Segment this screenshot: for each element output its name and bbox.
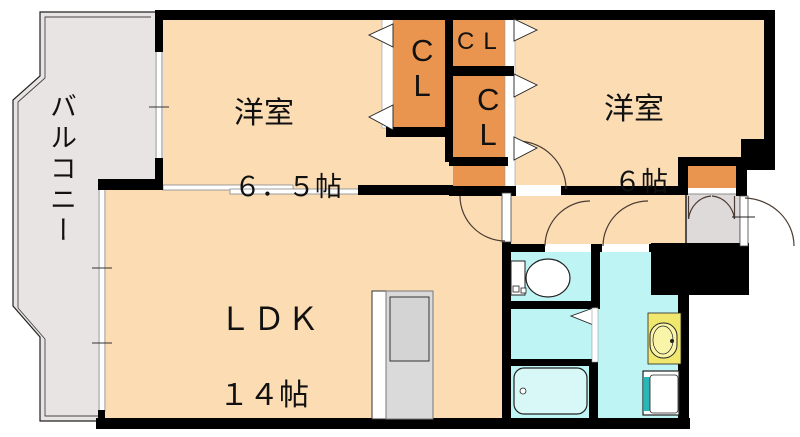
western-room2-name: 洋室: [604, 92, 664, 126]
door-gap-toilet: [545, 244, 591, 252]
toilet-fixture: [510, 258, 571, 298]
western-room1-label: 洋室 ６．５帖: [234, 60, 342, 222]
front-door-swing-arc: [744, 197, 795, 247]
closet-mid-top-label: CL: [457, 28, 506, 55]
ldk-floor: [99, 188, 511, 428]
ldk-name: ＬＤＫ: [219, 300, 322, 337]
washing-machine-pan: [642, 370, 680, 416]
closet-bottom-triangle-top: [513, 73, 539, 98]
balcony-label: バルコニー: [46, 92, 77, 247]
closet-mid-top-fill: [453, 16, 505, 68]
closet-left-triangle-top: [367, 23, 394, 48]
western-room1-size: ６．５帖: [234, 172, 342, 203]
window-west-room1: [149, 52, 169, 158]
western-room1-name: 洋室: [234, 96, 294, 130]
shoe-cabinet-fill: [688, 164, 737, 188]
cabinet-door-left-arc: [687, 195, 712, 220]
bathtub-fixture: [513, 367, 588, 415]
closet-top-triangle: [513, 18, 539, 42]
closet-mid-bottom-fill: [453, 76, 506, 158]
cabinet-door-right-arc: [711, 195, 736, 220]
ldk-hall-door-leaf: [501, 192, 512, 243]
western-room2-floor: [513, 14, 775, 190]
storage-block-fill: [453, 164, 506, 188]
closet-left-triangle-bottom: [368, 104, 394, 131]
walls: [96, 10, 775, 429]
closet-left-label: CL: [404, 33, 440, 103]
door-gap-washroom: [602, 244, 649, 252]
doors: [459, 140, 795, 247]
folding-door-markers: [367, 18, 597, 327]
entrance-area: [685, 193, 741, 245]
toilet-door-arc: [544, 200, 591, 247]
balcony-railing-line: [17, 16, 151, 417]
kitchen-counter: [371, 290, 434, 420]
closet-fills: [393, 16, 737, 188]
ldk-size: １４帖: [219, 379, 309, 413]
ldk-label: ＬＤＫ １４帖: [219, 264, 321, 432]
door-gap-west-room2: [516, 185, 561, 196]
washroom-door-arc: [602, 200, 649, 247]
window-ldk: [92, 190, 112, 412]
western-room2-label: 洋室 ６帖: [604, 56, 668, 217]
openings: [92, 13, 649, 412]
closet-mid-bottom-label: CL: [470, 82, 506, 152]
closet-bottom-triangle-bottom: [513, 136, 539, 161]
west-room2-door-arc: [516, 140, 567, 190]
closet-left-fill: [393, 18, 452, 128]
ldk-hall-door-arc: [459, 195, 506, 242]
washbasin-fixture: [647, 312, 682, 365]
western-room2-size: ６帖: [614, 167, 668, 198]
washroom-door-strip: [591, 307, 599, 363]
front-door-leaf: [739, 195, 749, 247]
